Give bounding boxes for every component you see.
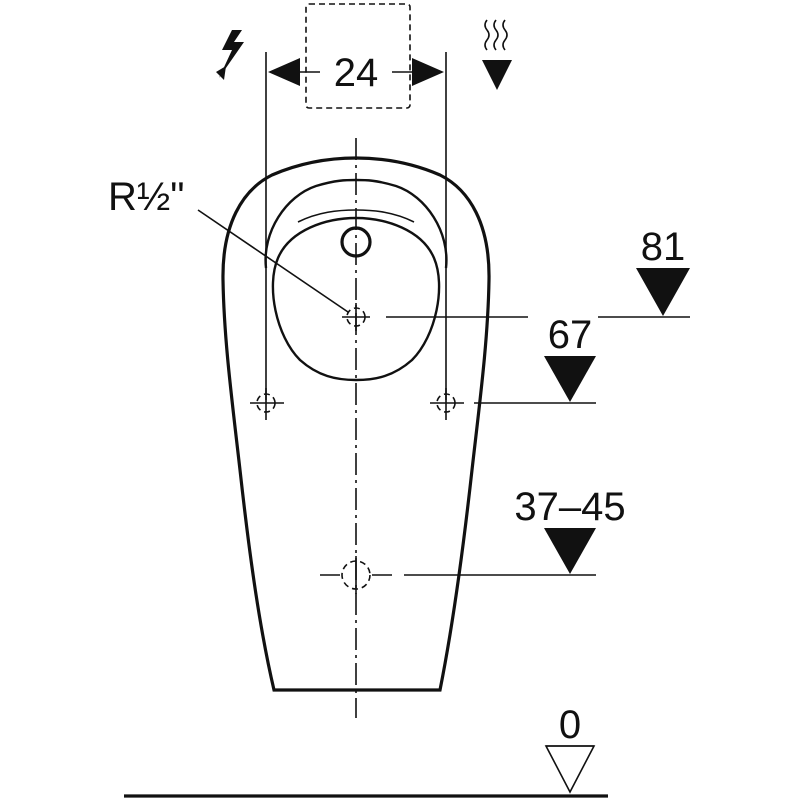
- level-0: 0: [124, 703, 608, 798]
- control-unit-outline: [305, 3, 411, 109]
- outlet-hole: [340, 226, 372, 258]
- waste-outlet-marker: [320, 556, 392, 594]
- inlet-marker: [342, 303, 370, 331]
- width-dimension-label: 24: [334, 51, 379, 95]
- level-67: 67: [474, 313, 596, 404]
- level-81: 81: [386, 225, 690, 318]
- thread-label: R½": [108, 175, 184, 219]
- width-dimension: 24: [265, 51, 447, 400]
- lightning-icon: [216, 30, 244, 80]
- level-37-45-label: 37–45: [514, 485, 625, 529]
- hot-water-supply-icon: [482, 19, 512, 90]
- level-81-label: 81: [641, 225, 686, 269]
- fixing-point-left: [250, 388, 284, 420]
- level-0-label: 0: [559, 703, 581, 747]
- thread-leader: [197, 209, 349, 313]
- fixing-point-right: [430, 388, 464, 420]
- level-37-45: 37–45: [404, 485, 626, 576]
- urinal-body: [221, 156, 491, 692]
- level-67-label: 67: [548, 313, 593, 357]
